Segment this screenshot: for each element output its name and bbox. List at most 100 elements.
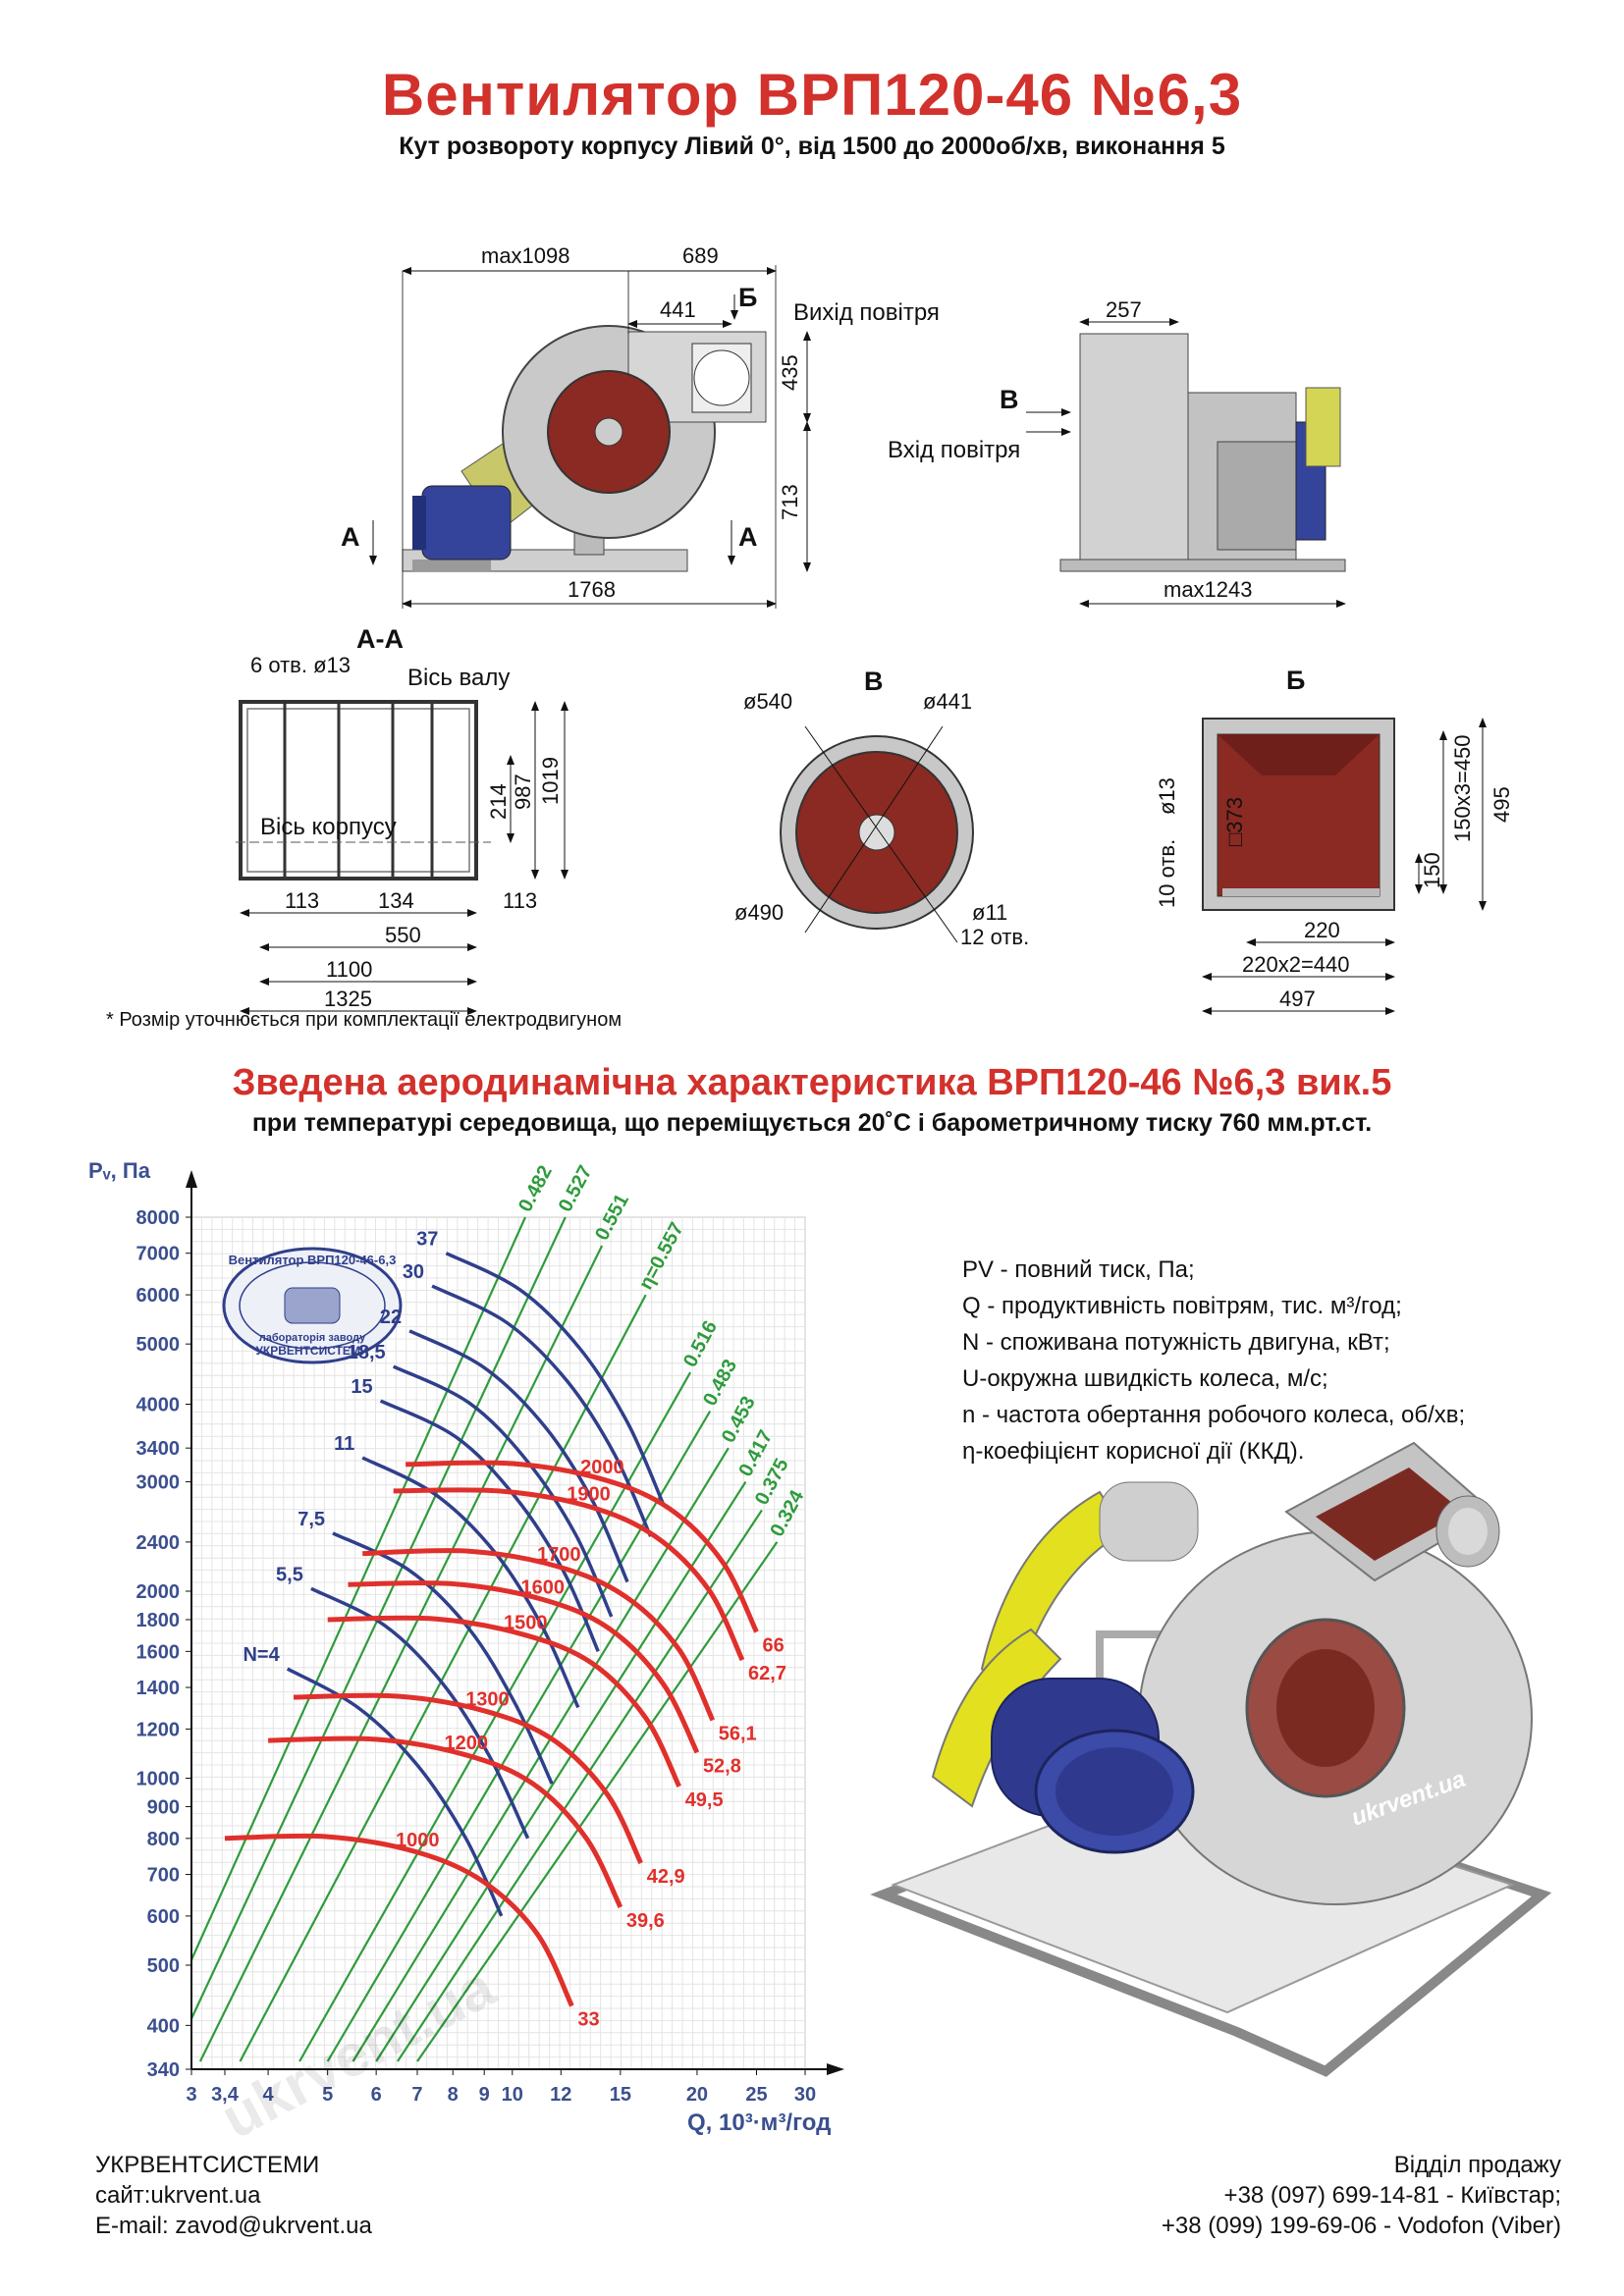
power-label: 7,5 (298, 1509, 325, 1530)
speed-curve (406, 1460, 759, 1633)
x-tick-label: 7 (411, 2084, 422, 2106)
speed-label: 2000 (580, 1457, 624, 1478)
front-view-dimensions: 257 max1243 В Вхід повітря (888, 297, 1346, 608)
speed-label: 1300 (465, 1689, 510, 1711)
x-tick-label: 4 (263, 2084, 275, 2106)
dim-713: 713 (778, 484, 802, 520)
dim-aa-113-left: 113 (285, 888, 319, 913)
footer-sales: Відділ продажу +38 (097) 699-14-81 - Киї… (1162, 2150, 1561, 2241)
power-label: 18,5 (348, 1342, 386, 1363)
stamp-bottom: УКРВЕНТСИСТЕМИ (255, 1344, 368, 1358)
company-email[interactable]: E-mail: zavod@ukrvent.ua (95, 2213, 372, 2239)
power-curve (310, 1586, 530, 1840)
x-tick-label: 10 (502, 2084, 523, 2106)
tip-speed-label: 39,6 (626, 1910, 665, 1932)
dim-b-220: 220 (1304, 918, 1340, 942)
y-tick-label: 7000 (136, 1244, 181, 1265)
speed-label: 1900 (567, 1483, 611, 1505)
x-tick-label: 20 (686, 2084, 708, 2106)
speed-curves: 100033120039,6130042,9150049,5160052,817… (224, 1457, 786, 2030)
x-tick-label: 9 (479, 2084, 490, 2106)
power-label: N=4 (243, 1644, 280, 1666)
section-marker-b: Б (738, 283, 757, 312)
tip-speed-label: 62,7 (748, 1663, 786, 1684)
phone-kyivstar[interactable]: +38 (097) 699-14-81 - Київстар; (1223, 2182, 1561, 2209)
chart-title: Зведена аеродинамічна характеристика ВРП… (232, 1062, 1392, 1103)
dim-b-440: 220x2=440 (1242, 952, 1350, 977)
speed-label: 1600 (521, 1576, 566, 1598)
y-tick-label: 500 (147, 1955, 180, 1977)
power-curve (445, 1252, 665, 1505)
body-axis-label: Вісь корпусу (260, 814, 397, 840)
power-curve (392, 1364, 614, 1618)
chart-subtitle: при температурі середовища, що переміщує… (251, 1109, 1373, 1137)
speed-curve (393, 1487, 745, 1662)
dim-v-441: ø441 (923, 689, 972, 714)
legend-eta: η-коефіцієнт корисної дії (ККД). (962, 1438, 1305, 1465)
view-b-holes: 10 отв. (1155, 839, 1179, 908)
speed-label: 1000 (396, 1830, 440, 1851)
dim-257: 257 (1106, 297, 1142, 322)
x-tick-label: 15 (610, 2084, 631, 2106)
power-curve (286, 1667, 504, 1917)
efficiency-line (198, 1245, 604, 2062)
x-tick-label: 6 (371, 2084, 382, 2106)
y-tick-label: 340 (147, 2059, 180, 2081)
tip-speed-label: 66 (763, 1634, 785, 1656)
dim-aa-1100: 1100 (326, 957, 372, 982)
tip-speed-label: 56,1 (719, 1723, 757, 1744)
y-tick-label: 3000 (136, 1472, 181, 1494)
dim-v-11: ø11 (972, 900, 1007, 925)
view-v-dimensions: В ø540 ø441 ø490 ø11 12 отв. (734, 667, 1029, 949)
dim-1768: 1768 (568, 577, 616, 602)
power-label: 22 (380, 1307, 402, 1328)
dim-aa-134: 134 (378, 888, 414, 913)
y-tick-label: 700 (147, 1865, 180, 1887)
y-tick-label: 1800 (136, 1610, 181, 1631)
x-tick-label: 5 (322, 2084, 333, 2106)
tip-speed-label: 52,8 (703, 1755, 741, 1777)
legend-pv: PV - повний тиск, Па; (962, 1256, 1195, 1283)
x-tick-label: 25 (745, 2084, 767, 2106)
efficiency-line (375, 1481, 747, 2062)
efficiency-line (239, 1294, 647, 2062)
stamp-middle: лабораторія заводу (259, 1332, 366, 1344)
view-v-title: В (864, 667, 884, 696)
legend-q: Q - продуктивність повітрям, тис. м³/год… (962, 1293, 1402, 1319)
dim-b-150: 150 (1420, 852, 1444, 888)
fan-3d-illustration: ukrvent.ua (870, 1441, 1552, 2077)
section-aa-dimensions: А-А 6 отв. ø13 Вісь валу Вісь корпусу 11… (240, 624, 568, 1015)
power-label: 15 (351, 1376, 372, 1398)
y-tick-label: 1400 (136, 1678, 181, 1699)
company-site[interactable]: сайт:ukrvent.ua (95, 2182, 261, 2209)
dim-max1243: max1243 (1164, 577, 1253, 602)
chart-axes: 3404005006007008009001000120014001600180… (88, 1158, 844, 2136)
side-view-dimensions: max1098 689 441 435 713 1768 Б А А Вихід… (341, 243, 940, 609)
dim-b-497: 497 (1279, 987, 1316, 1011)
phone-vodafone[interactable]: +38 (099) 199-69-06 - Vodofon (Viber) (1161, 2213, 1561, 2239)
power-label: 30 (403, 1261, 424, 1283)
speed-curve (293, 1692, 643, 1865)
power-label: 11 (334, 1433, 354, 1455)
dim-max1098: max1098 (481, 243, 570, 268)
y-tick-label: 4000 (136, 1395, 181, 1416)
dim-aa-214: 214 (486, 783, 511, 820)
tip-speed-label: 42,9 (647, 1866, 685, 1888)
speed-curve (327, 1615, 681, 1789)
y-tick-label: 6000 (136, 1285, 181, 1307)
y-tick-label: 3400 (136, 1438, 181, 1460)
dim-aa-1019: 1019 (538, 757, 563, 805)
y-tick-label: 800 (147, 1829, 180, 1850)
efficiency-line (416, 1541, 779, 2062)
front-view-drawing (1059, 333, 1346, 572)
dim-b-13: ø13 (1155, 777, 1179, 815)
y-tick-label: 2400 (136, 1532, 181, 1554)
stamp-top: Вентилятор ВРП120-46-6,3 (229, 1253, 397, 1267)
y-tick-label: 8000 (136, 1207, 181, 1229)
y-tick-label: 2000 (136, 1581, 181, 1603)
legend-n: N - споживана потужність двигуна, кВт; (962, 1329, 1390, 1356)
inlet-label: Вхід повітря (888, 437, 1020, 463)
power-label: 37 (416, 1229, 438, 1251)
speed-label: 1200 (444, 1733, 488, 1754)
efficiency-label: 0.482 (514, 1162, 557, 1216)
